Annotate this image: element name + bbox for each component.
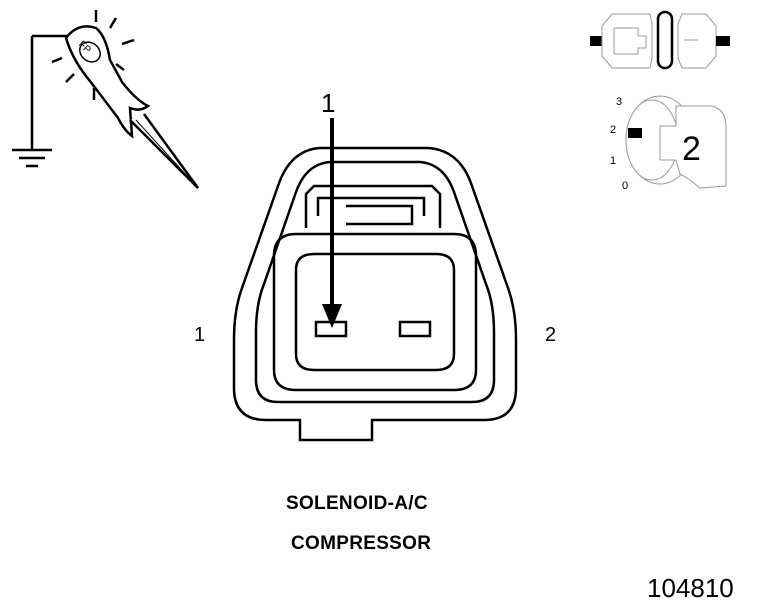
ignition-position-0: 0 xyxy=(622,180,629,192)
test-probe-icon xyxy=(51,10,200,189)
component-title-line1: SOLENOID-A/C xyxy=(286,493,428,514)
probe-pin-label: 1 xyxy=(321,88,336,118)
component-title-line2: COMPRESSOR xyxy=(291,533,432,554)
probe-arrow xyxy=(322,118,342,328)
ignition-position-3: 3 xyxy=(616,96,623,108)
ignition-position-2: 2 xyxy=(610,124,617,136)
ground-icon xyxy=(12,34,74,168)
connector-disconnected-icon xyxy=(590,10,730,70)
ignition-key-icon xyxy=(625,95,727,189)
connector-housing xyxy=(232,146,518,442)
pin-label-2: 2 xyxy=(545,324,557,346)
figure-number: 104810 xyxy=(647,573,734,603)
ignition-key-position-label: 2 xyxy=(682,130,701,168)
ignition-position-1: 1 xyxy=(610,155,617,167)
pin-label-1: 1 xyxy=(194,324,206,346)
